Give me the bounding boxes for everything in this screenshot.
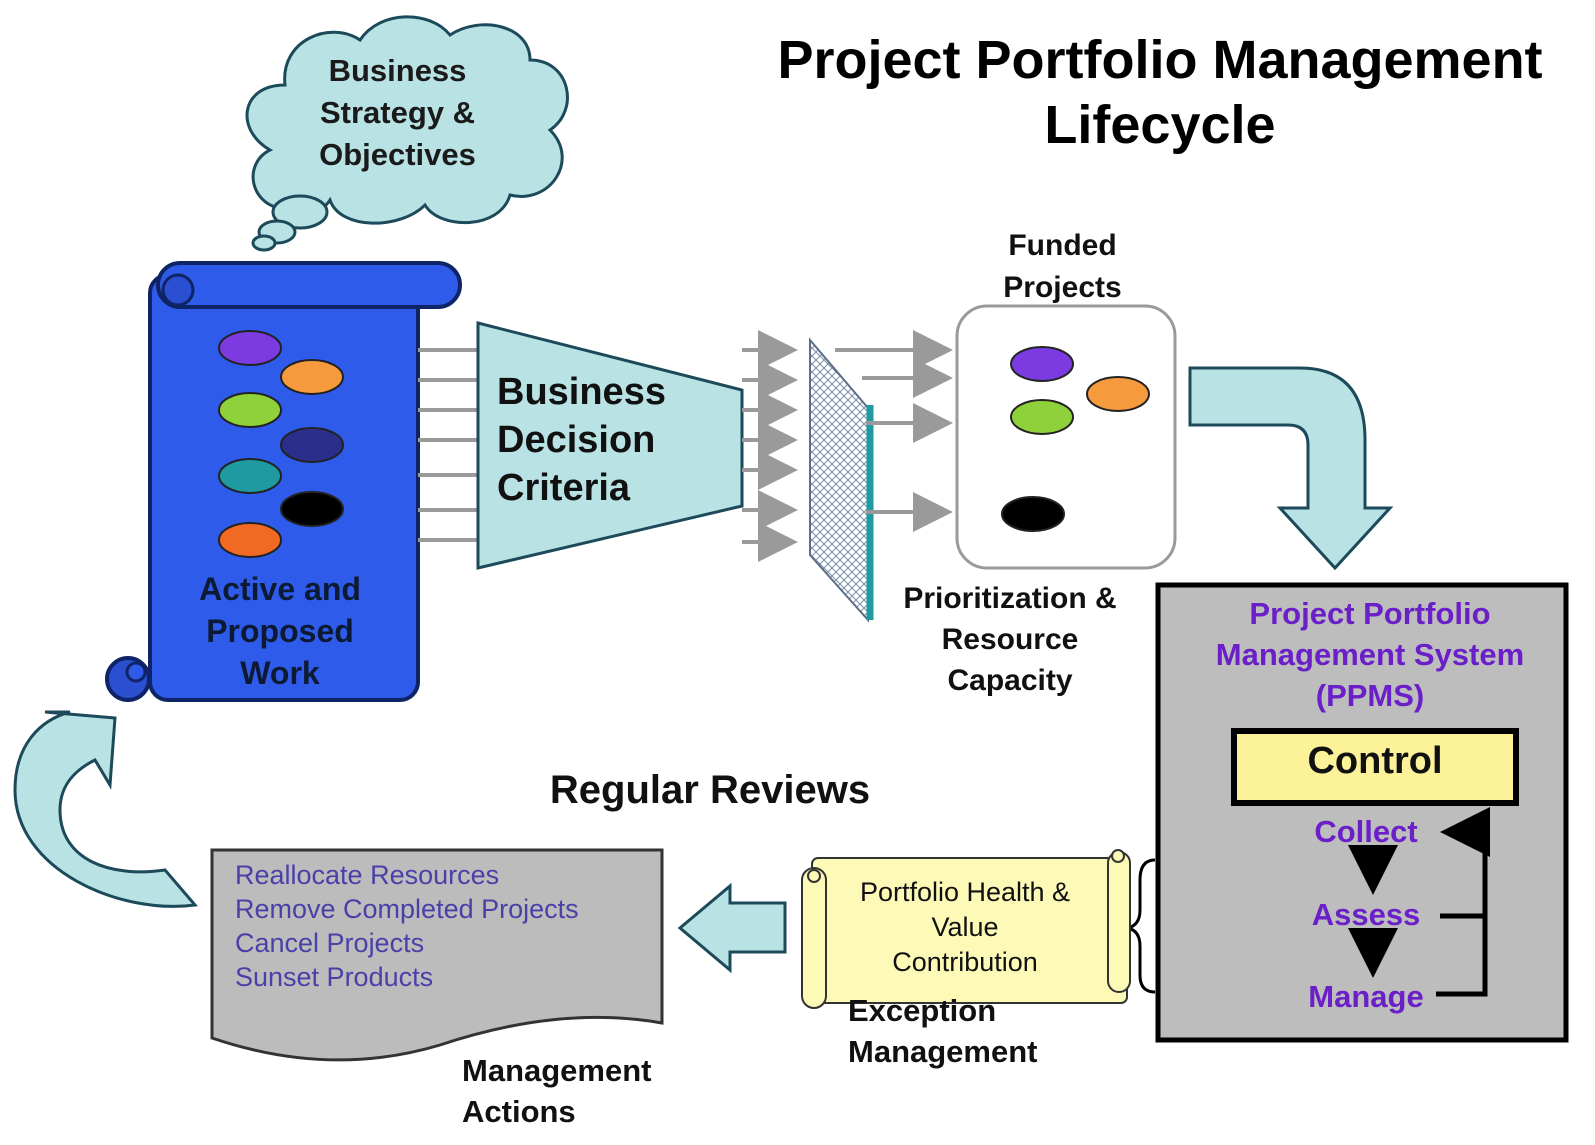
- output-arrows: [742, 330, 798, 562]
- work-label-line-1: Active and: [199, 571, 361, 607]
- cloud-shape: [245, 15, 569, 225]
- control-box: [1231, 728, 1519, 806]
- health-scroll-top-curl: [1111, 849, 1125, 863]
- flow-arrow-return: [13, 710, 198, 908]
- work-scroll-top-roll: [156, 261, 462, 309]
- prioritization-label-line-1: Prioritization &: [903, 582, 1117, 615]
- feedback-loop: [1436, 807, 1490, 997]
- project-oval-teal: [218, 458, 282, 494]
- prioritization-label: Prioritization & Resource Capacity: [880, 578, 1140, 701]
- cloud-label-line-1: Business: [328, 53, 467, 88]
- cloud-bubble-small: [251, 234, 277, 252]
- prioritization-filter: [809, 337, 874, 623]
- management-actions-line-2: Actions: [462, 1094, 576, 1129]
- diagram-title: Project Portfolio Management Lifecycle: [735, 28, 1585, 158]
- funded-box-frame: [955, 304, 1177, 570]
- step-assess: Assess: [1311, 897, 1421, 932]
- ppms-bracket: [1127, 858, 1156, 994]
- management-actions-line-1: Management: [462, 1053, 652, 1088]
- flow-arrow-to-actions: [677, 882, 787, 974]
- health-label: Portfolio Health & Value Contribution: [830, 875, 1100, 980]
- decision-label-line-1: Business: [497, 371, 666, 413]
- work-scroll-top-curl: [161, 273, 195, 307]
- work-scroll: [105, 261, 462, 702]
- filter-mesh: [809, 337, 869, 623]
- management-action-item: Reallocate Resources: [235, 860, 500, 890]
- prioritization-label-line-3: Capacity: [947, 664, 1073, 697]
- funded-box: [955, 304, 1177, 570]
- title-line-1: Project Portfolio Management: [777, 30, 1543, 90]
- cloud-bubble-large: [271, 194, 329, 230]
- ppms-box: [1155, 582, 1569, 1043]
- funded-label-line-2: Projects: [1003, 271, 1122, 304]
- step-collect: Collect: [1314, 814, 1418, 849]
- management-action-item: Sunset Products: [235, 962, 434, 992]
- project-oval-green: [218, 392, 282, 428]
- control-label: Control: [1307, 740, 1443, 782]
- health-label-line-3: Contribution: [892, 947, 1038, 977]
- work-projects: [218, 330, 344, 558]
- management-action-item: Cancel Projects: [235, 928, 425, 958]
- health-label-line-2: Value: [931, 912, 999, 942]
- funded-label-line-1: Funded: [1008, 229, 1117, 262]
- step-manage: Manage: [1308, 979, 1424, 1014]
- work-scroll-bottom-curl-inner: [125, 661, 147, 683]
- title-line-2: Lifecycle: [1044, 94, 1276, 155]
- funded-label: Funded Projects: [975, 225, 1150, 309]
- management-action-item: Remove Completed Projects: [235, 894, 579, 924]
- funded-oval-orange: [1086, 376, 1150, 412]
- management-action-list: Reallocate Resources Remove Completed Pr…: [235, 858, 665, 994]
- decision-funnel: [476, 321, 744, 570]
- funded-oval-purple: [1010, 346, 1074, 382]
- decision-label-line-2: Decision: [497, 419, 656, 461]
- decision-label: Business Decision Criteria: [497, 368, 747, 512]
- input-arrows: [418, 348, 480, 542]
- management-doc: [210, 848, 664, 1062]
- filtered-arrows: [835, 330, 953, 532]
- project-oval-red-orange: [218, 522, 282, 558]
- regular-reviews-label: Regular Reviews: [549, 768, 871, 812]
- project-oval-orange: [280, 359, 344, 395]
- health-scroll-right-roll: [1107, 851, 1131, 993]
- work-label-line-3: Work: [240, 655, 320, 691]
- project-oval-navy: [280, 427, 344, 463]
- health-label-line-1: Portfolio Health &: [859, 877, 1071, 907]
- cloud-label: Business Strategy & Objectives: [285, 50, 510, 176]
- cloud-label-line-2: Strategy &: [319, 95, 476, 130]
- ppms-title-line-1: Project Portfolio: [1249, 596, 1491, 631]
- health-scroll: [801, 849, 1131, 1009]
- management-actions-label: Management Actions: [462, 1050, 702, 1132]
- ppms-title: Project Portfolio Management System (PPM…: [1170, 593, 1570, 716]
- health-scroll-left-roll: [801, 867, 827, 1009]
- project-oval-black: [280, 491, 344, 527]
- ppms-title-line-2: Management System: [1215, 637, 1525, 672]
- decision-label-line-3: Criteria: [497, 467, 631, 509]
- health-scroll-left-curl: [807, 869, 821, 883]
- cloud-label-line-3: Objectives: [319, 137, 476, 172]
- prioritization-label-line-2: Resource: [941, 623, 1079, 656]
- exception-label: Exception Management: [848, 990, 1088, 1072]
- exception-label-line-1: Exception: [848, 993, 997, 1028]
- exception-label-line-2: Management: [848, 1034, 1038, 1069]
- work-label-line-2: Proposed: [206, 613, 354, 649]
- funded-oval-black: [1001, 496, 1065, 532]
- work-label: Active and Proposed Work: [160, 568, 400, 694]
- strategy-cloud: [245, 15, 569, 252]
- ppms-title-line-3: (PPMS): [1315, 678, 1425, 713]
- funded-oval-green: [1010, 399, 1074, 435]
- flow-arrow-to-ppms: [1188, 366, 1394, 571]
- project-oval-purple: [218, 330, 282, 366]
